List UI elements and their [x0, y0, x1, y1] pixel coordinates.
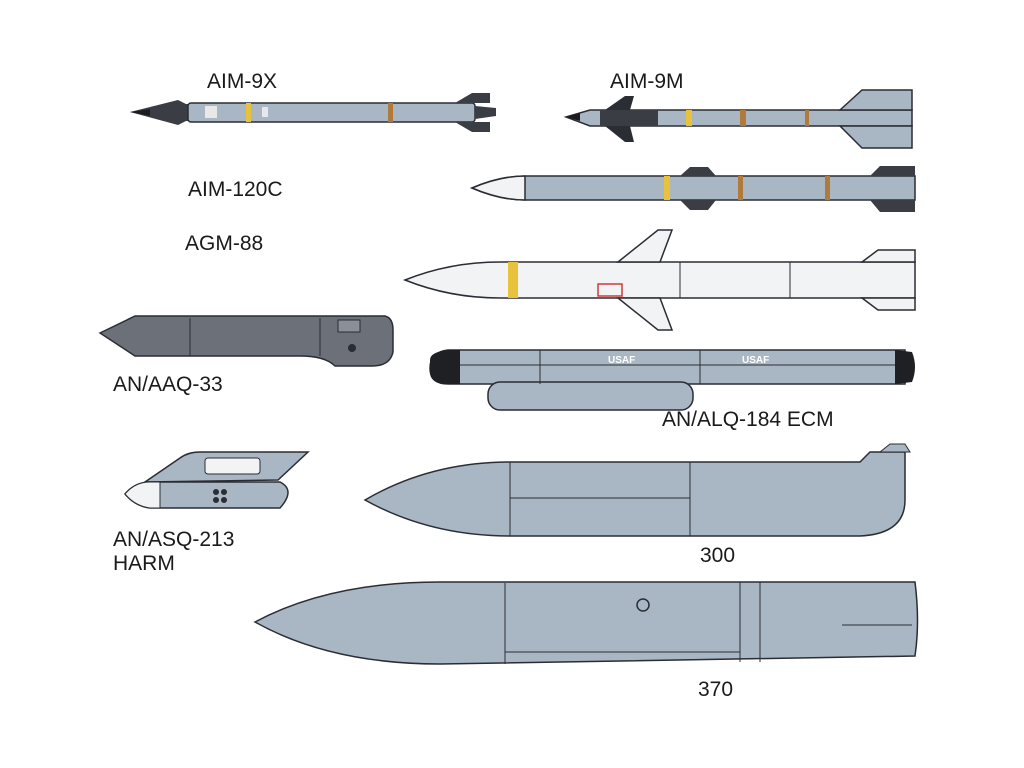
label-tank-300: 300	[700, 544, 736, 567]
label-aim-120c: AIM-120C	[188, 178, 283, 201]
usaf-marking-1: USAF	[608, 355, 635, 366]
an-alq-184-ecm-pod: USAF USAF	[429, 349, 915, 411]
fuel-tank-300	[363, 443, 911, 537]
label-aim-9m: AIM-9M	[610, 70, 684, 93]
fuel-tank-370	[253, 581, 919, 665]
aim-9x-missile	[130, 93, 496, 132]
label-an-asq-213: AN/ASQ-213 HARM	[113, 528, 234, 576]
aim-9m-missile	[563, 89, 913, 149]
aim-120c-missile	[470, 166, 916, 212]
label-an-aaq-33: AN/AAQ-33	[113, 373, 223, 396]
label-an-asq-213-line1: AN/ASQ-213	[113, 528, 235, 551]
an-asq-213-pod	[124, 451, 310, 509]
label-an-asq-213-line2: HARM	[113, 552, 175, 576]
label-an-alq-184: AN/ALQ-184 ECM	[662, 408, 834, 431]
usaf-marking-2: USAF	[742, 355, 769, 366]
label-aim-9x: AIM-9X	[207, 70, 278, 93]
agm-88-missile	[402, 229, 916, 331]
label-tank-370: 370	[698, 678, 734, 701]
an-aaq-33-pod	[98, 315, 394, 367]
label-agm-88: AGM-88	[185, 232, 264, 255]
